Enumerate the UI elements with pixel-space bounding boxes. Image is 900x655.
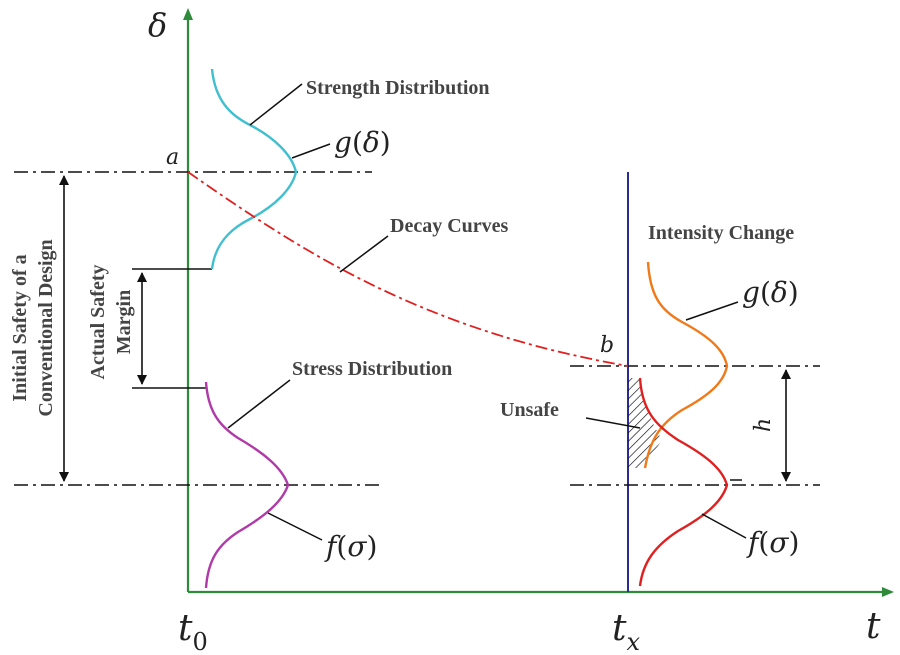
- x-axis-label: t: [866, 606, 881, 647]
- actual-safety-label-line1: Actual Safety: [87, 265, 109, 380]
- y-axis-label: δ: [148, 6, 167, 44]
- leader-f-right: [701, 513, 747, 539]
- leader-stress-distribution: [227, 379, 291, 429]
- leader-g-left: [291, 143, 331, 159]
- tx-label: tx: [612, 608, 640, 655]
- unsafe-label: Unsafe: [500, 399, 559, 421]
- point-b-label: b: [600, 333, 614, 358]
- intensity-change-label: Intensity Change: [648, 222, 794, 244]
- strength-distribution-curve-right: [643, 261, 729, 469]
- decay-curves-label: Decay Curves: [390, 215, 509, 237]
- g-delta-right-label: g(δ): [742, 276, 799, 309]
- strength-distribution-curve-left: [210, 68, 298, 270]
- strength-distribution-label: Strength Distribution: [306, 77, 490, 99]
- actual-safety-label-line2: Margin: [113, 290, 135, 354]
- f-sigma-right-label: f(σ): [746, 526, 799, 559]
- leader-f-left: [267, 512, 323, 541]
- leader-g-right: [685, 301, 739, 321]
- t0-label: t0: [178, 608, 208, 655]
- stress-distribution-curve-right: [638, 377, 729, 587]
- h-label: h: [751, 418, 776, 432]
- leader-strength-distribution: [249, 83, 303, 126]
- leader-unsafe: [585, 417, 641, 429]
- stress-distribution-curve-left: [204, 381, 290, 589]
- point-a-label: a: [166, 145, 179, 170]
- f-sigma-left-label: f(σ): [324, 530, 377, 563]
- stress-distribution-label: Stress Distribution: [292, 358, 452, 380]
- initial-safety-label-line2: Conventional Design: [35, 239, 57, 416]
- initial-safety-label-line1: Initial Safety of a: [9, 254, 31, 401]
- decay-curve: [187, 171, 629, 367]
- leader-decay-curves: [339, 235, 389, 273]
- g-delta-left-label: g(δ): [334, 126, 391, 159]
